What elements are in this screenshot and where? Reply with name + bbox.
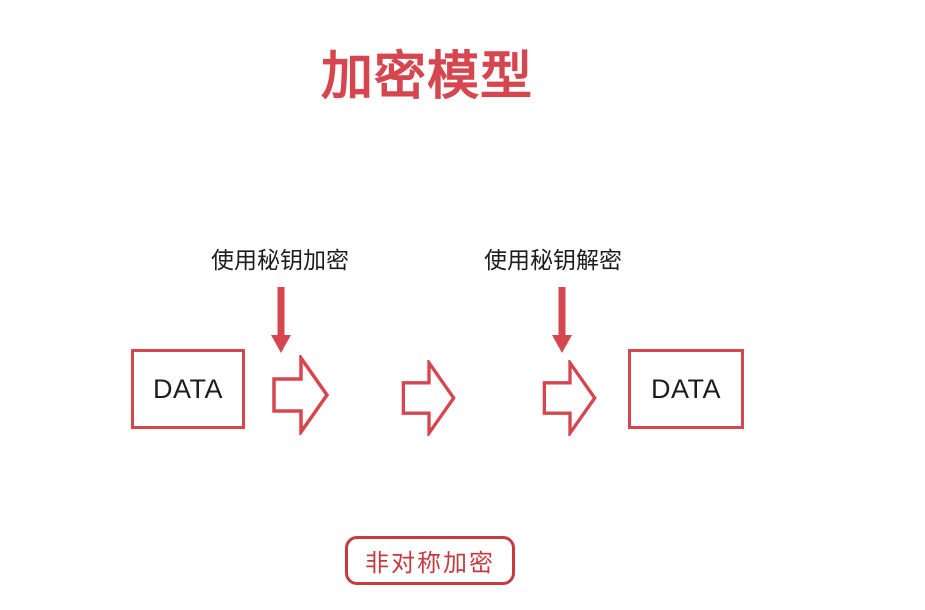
encryption-type-badge: 非对称加密 <box>345 536 515 585</box>
data-box-result: DATA <box>628 349 744 429</box>
data-box-source: DATA <box>131 349 245 429</box>
right-block-arrow-icon <box>401 360 456 436</box>
decrypt-step-label: 使用秘钥解密 <box>484 247 622 273</box>
data-box-source-label: DATA <box>152 373 223 404</box>
data-box-result-label: DATA <box>650 373 721 404</box>
page-title: 加密模型 <box>320 48 533 106</box>
down-arrow-icon <box>552 287 572 353</box>
right-block-arrow-icon <box>542 360 597 436</box>
encryption-type-badge-label: 非对称加密 <box>365 550 495 577</box>
down-arrow-icon <box>271 287 291 353</box>
encrypt-step-label: 使用秘钥加密 <box>211 247 349 273</box>
right-block-arrow-icon <box>272 355 330 435</box>
